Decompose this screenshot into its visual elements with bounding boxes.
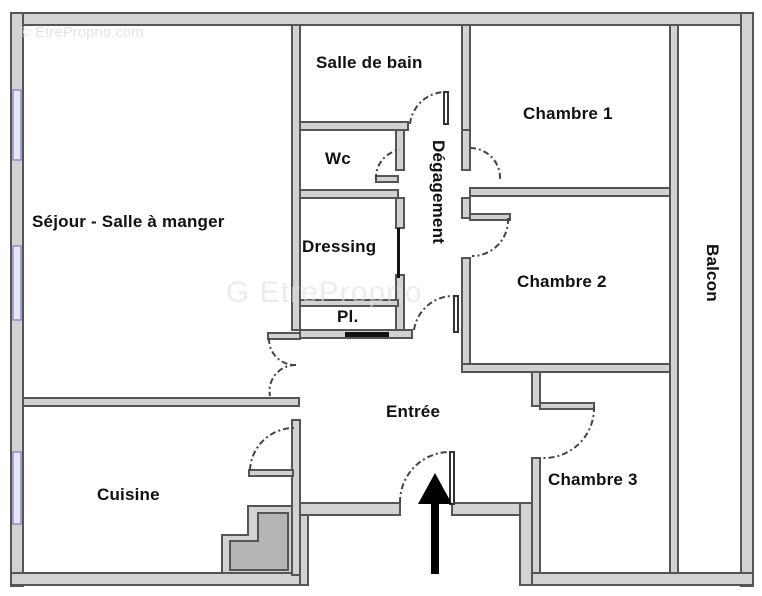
- room-label-wc: Wc: [325, 149, 351, 168]
- center-watermark: G EtreProprio: [226, 276, 423, 309]
- room-label-chambre-3: Chambre 3: [548, 470, 638, 489]
- room-label-cuisine: Cuisine: [97, 485, 160, 504]
- sliding-door: [345, 332, 389, 337]
- door-swings: [249, 90, 596, 505]
- room-label-dressing: Dressing: [302, 237, 377, 256]
- room-label-chambre-1: Chambre 1: [523, 104, 613, 123]
- room-label-chambre-2: Chambre 2: [517, 272, 607, 291]
- room-label-balcon: Balcon: [703, 244, 722, 302]
- kitchen-duct: [221, 505, 293, 574]
- room-label-salle-de-bain: Salle de bain: [316, 53, 423, 72]
- room-label-entree: Entrée: [386, 402, 441, 421]
- room-label-degagement: Dégagement: [429, 140, 448, 245]
- room-label-sejour: Séjour - Salle à manger: [32, 212, 225, 231]
- interior-walls: [22, 24, 679, 586]
- dressing-sliding-door: [397, 228, 400, 278]
- room-label-placard: Pl.: [337, 307, 359, 326]
- watermark: © EtreProprio.com: [20, 24, 144, 41]
- entrance-arrow-icon: [418, 473, 452, 574]
